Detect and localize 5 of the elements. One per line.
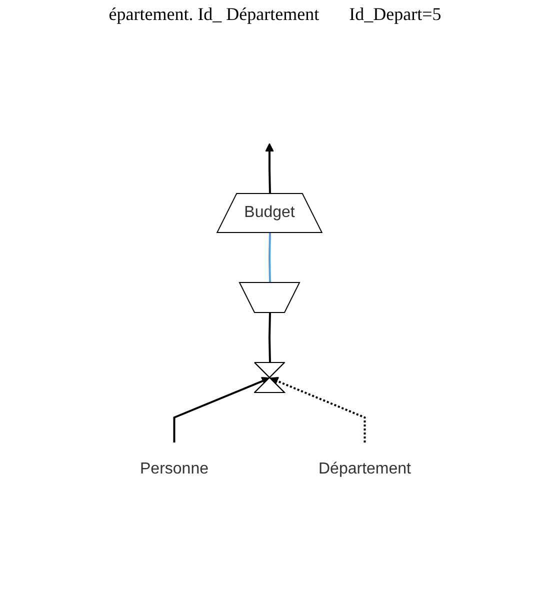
projection-trapezoid: Budget xyxy=(216,193,322,233)
relation-label: Département xyxy=(318,460,410,478)
relation-label: Personne xyxy=(140,460,208,478)
annotation-text: épartement. Id_ Département xyxy=(108,4,320,25)
annotation-text: Id_Depart=5 xyxy=(349,4,442,25)
